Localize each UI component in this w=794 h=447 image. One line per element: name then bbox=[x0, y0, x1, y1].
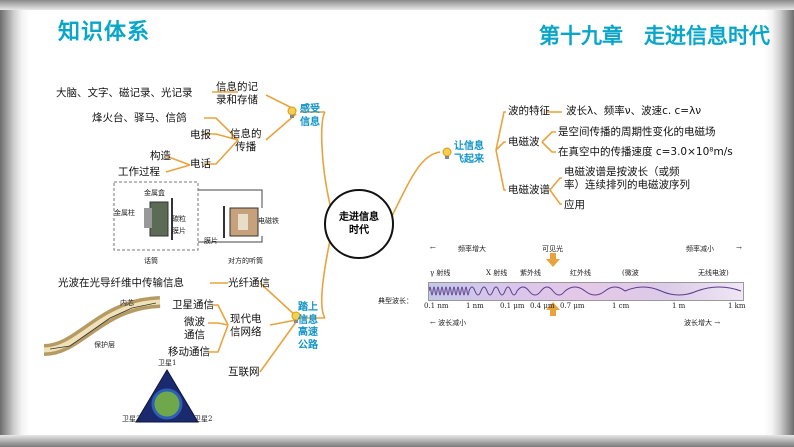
label-cladding: 保护层 bbox=[94, 341, 115, 349]
internet: 互联网 bbox=[228, 366, 260, 378]
arrow-right: → bbox=[736, 244, 742, 252]
tick-0-7um: 0.7 μm bbox=[560, 302, 585, 310]
satellite-comm: 卫星通信 bbox=[172, 299, 214, 311]
branch2-line3: 高速 bbox=[298, 327, 318, 338]
label-sat3: 卫星3 bbox=[122, 415, 141, 423]
store-items: 大脑、文字、磁记录、光记录 bbox=[56, 87, 193, 99]
application: 应用 bbox=[564, 199, 585, 211]
band-xray: X 射线 bbox=[486, 269, 508, 277]
store-label-2: 录和存储 bbox=[216, 93, 258, 106]
bottom-border bbox=[0, 435, 794, 447]
center-line1: 走进信息 bbox=[339, 212, 379, 223]
label-carbon: 碳粒 bbox=[172, 215, 186, 223]
tick-1nm: 1 nm bbox=[466, 302, 484, 310]
modern-network: 现代电信网络 bbox=[230, 313, 262, 338]
branch2-line2: 信息 bbox=[298, 314, 318, 326]
spectrum-wave bbox=[428, 286, 742, 296]
bulb-icon bbox=[291, 311, 301, 323]
wave-feature: 波的特征 bbox=[508, 105, 550, 117]
arrow-left: ← bbox=[430, 244, 436, 252]
store-label-1: 信息的记 bbox=[216, 81, 258, 93]
branch-info-highway: 踏上 信息 高速 公路 bbox=[298, 302, 318, 352]
phone-process: 工作过程 bbox=[118, 166, 160, 178]
label-receiver-membrane: 膜片 bbox=[204, 237, 218, 245]
spectrum-bar bbox=[428, 282, 744, 301]
wave-feature-detail: 波长λ、频率ν、波速c. c=λν bbox=[566, 105, 702, 117]
em-speed: 在真空中的传播速度 c=3.0×10⁸m/s bbox=[558, 146, 733, 158]
tick-1m: 1 m bbox=[672, 302, 686, 310]
em-definition: 是空间传播的周期性变化的电磁场 bbox=[558, 126, 716, 138]
label-metal-box: 金属盒 bbox=[144, 189, 165, 197]
tick-1km: 1 km bbox=[728, 302, 746, 310]
label-core: 内芯 bbox=[120, 299, 134, 307]
branch3-line2: 飞起来 bbox=[454, 153, 484, 165]
label-sat2: 卫星2 bbox=[194, 415, 213, 423]
wl-up-text: 波长增大 bbox=[684, 319, 712, 327]
phone-structure: 构造 bbox=[150, 150, 171, 162]
center-line2: 时代 bbox=[349, 225, 369, 236]
bulb-icon bbox=[287, 106, 297, 118]
freq-up-label: 频率增大 bbox=[458, 245, 486, 253]
fiber-comm: 光纤通信 bbox=[228, 277, 270, 289]
label-receiver: 对方的听筒 bbox=[228, 257, 263, 265]
spectrum-desc-2: 率）连续排列的电磁波序列 bbox=[564, 178, 690, 191]
center-node: 走进信息时代 bbox=[324, 189, 394, 259]
band-gamma: γ 射线 bbox=[430, 269, 451, 277]
label-membrane: 膜片 bbox=[172, 227, 186, 235]
band-ir: 红外线 bbox=[570, 269, 591, 277]
branch3-line1: 让信息 bbox=[454, 141, 484, 152]
label-metal-rod: 金属柱 bbox=[114, 209, 135, 217]
page-title: 知识体系 bbox=[58, 20, 151, 45]
label-electromagnet: 电磁铁 bbox=[258, 217, 279, 225]
store-label: 信息的记录和存储 bbox=[216, 81, 258, 106]
spectrum-desc: 电磁波谱是按波长（或频率）连续排列的电磁波序列 bbox=[564, 166, 690, 191]
mobile-comm: 移动通信 bbox=[168, 346, 210, 358]
tick-1cm: 1 cm bbox=[612, 302, 630, 310]
branch-info-fly: 让信息飞起来 bbox=[454, 141, 484, 166]
microwave-line1: 微波 bbox=[184, 316, 205, 328]
telegraph: 电报 bbox=[190, 129, 211, 141]
typical-wavelength: 典型波长： bbox=[378, 297, 413, 305]
telephone: 电话 bbox=[190, 158, 211, 170]
top-border bbox=[0, 0, 794, 10]
band-microwave: (微波 bbox=[622, 269, 639, 277]
label-mouthpiece: 话筒 bbox=[144, 257, 158, 265]
tick-0-1um: 0.1 μm bbox=[500, 302, 525, 310]
branch2-line1: 踏上 bbox=[298, 302, 318, 313]
em-wave: 电磁波 bbox=[508, 136, 540, 148]
spectrum-desc-1: 电磁波谱是按波长（或频 bbox=[564, 166, 680, 178]
up-arrow-icon bbox=[546, 302, 560, 316]
tick-0-1nm: 0.1 nm bbox=[424, 302, 449, 310]
fiber-illustration bbox=[43, 296, 161, 356]
trans-label-1: 信息的 bbox=[230, 128, 262, 140]
trans-label-2: 传播 bbox=[235, 140, 257, 153]
microwave-line2: 通信 bbox=[184, 328, 205, 341]
modern-line2: 信网络 bbox=[230, 325, 262, 338]
down-arrow-icon bbox=[546, 253, 560, 267]
wl-down-label: ← 波长减小 bbox=[430, 319, 467, 327]
ancient-methods: 烽火台、驿马、信鸽 bbox=[92, 112, 187, 124]
label-sat1: 卫星1 bbox=[158, 359, 177, 367]
wl-down-text: 波长减小 bbox=[438, 319, 467, 327]
bulb-icon bbox=[442, 147, 452, 159]
band-uv: 紫外线 bbox=[520, 269, 541, 277]
freq-down-label: 频率减小 bbox=[686, 245, 714, 253]
trans-label: 信息的传播 bbox=[230, 128, 262, 153]
microwave-comm: 微波通信 bbox=[184, 316, 205, 341]
branch2-line4: 公路 bbox=[298, 339, 318, 351]
modern-line1: 现代电 bbox=[230, 313, 262, 325]
satellite-illustration bbox=[135, 369, 199, 423]
telephone-diagram bbox=[113, 181, 263, 251]
chapter-title: 第十九章 走进信息时代 bbox=[539, 24, 770, 48]
tick-0-4um: 0.4 μm bbox=[530, 302, 555, 310]
fiber-item: 光波在光导纤维中传输信息 bbox=[58, 277, 184, 289]
em-spectrum: 电磁波谱 bbox=[508, 184, 550, 196]
band-radio: 无线电波) bbox=[698, 269, 729, 277]
visible-label: 可见光 bbox=[542, 245, 563, 253]
branch-feel-info: 感受 信息 bbox=[300, 104, 320, 128]
wl-up-label: 波长增大 → bbox=[684, 319, 721, 327]
